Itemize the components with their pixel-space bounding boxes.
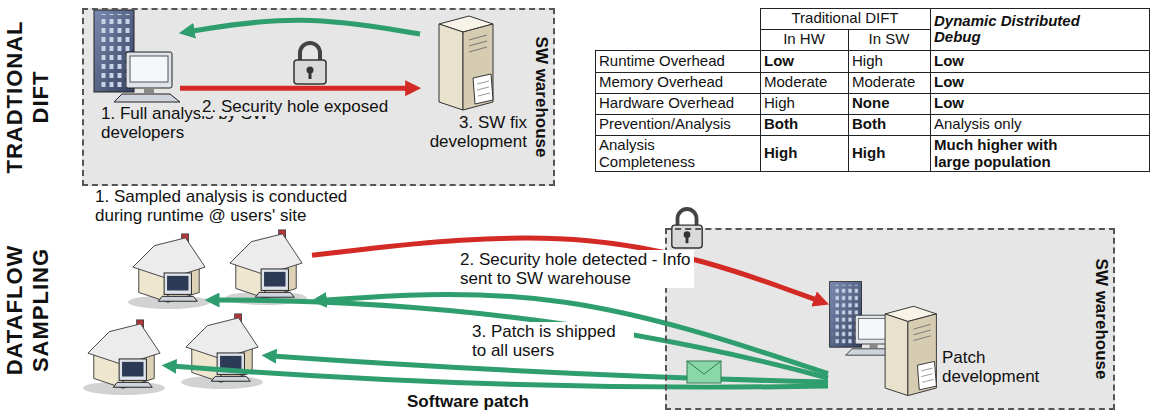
table-cell: Low [934, 73, 1146, 92]
step-caption: 1. Sampled analysis is conducted during … [95, 187, 357, 225]
user-house [83, 320, 165, 395]
edge-label: 2. Security hole exposed [200, 97, 434, 116]
table-cell: Prevention/Analysis [599, 115, 756, 134]
panel-ground [665, 228, 1115, 410]
user-house [128, 234, 210, 309]
section-title: SAMPLING [29, 248, 54, 372]
table-cell: Both [764, 115, 844, 134]
table-cell: Moderate [852, 73, 926, 92]
patch-label: Software patch [405, 392, 531, 411]
icon-node: 1. Full analysis by SW developers [95, 10, 180, 102]
table-cell: High [852, 136, 926, 171]
table-cell: Much higher with large population [934, 136, 1146, 171]
server-icon [885, 306, 936, 395]
section-title: DATAFLOW [3, 245, 28, 376]
table-cell: Hardware Overhead [599, 94, 756, 113]
user-house [225, 230, 307, 305]
table-cell: Memory Overhead [599, 73, 756, 92]
envelope-icon [687, 361, 721, 383]
fix-arrow [190, 20, 420, 34]
table-cell: In HW [764, 30, 844, 49]
table-cell: Low [764, 51, 844, 71]
developer-computer [94, 10, 180, 102]
table-grid [595, 8, 1150, 172]
patch-arrow [172, 366, 828, 387]
edge-label: 2. Security hole detected - Info sent to… [458, 250, 694, 288]
warehouse-panel: SW warehousePatch development [665, 228, 1115, 410]
step-caption: Patch development [942, 348, 1047, 386]
panel-title: SW warehouse [531, 37, 550, 158]
table-cell: Both [852, 115, 926, 134]
edge-label: 3. Patch is shipped to all users [470, 322, 634, 360]
disclosure-arrow [312, 238, 819, 301]
table-cell: In SW [852, 30, 926, 49]
table-cell: Low [934, 94, 1146, 113]
table-cell: None [852, 94, 926, 113]
table-cell: High [764, 136, 844, 171]
table-cell: Traditional DIFT [764, 9, 926, 28]
table-cell: High [852, 51, 926, 71]
icon-node: Patch development [828, 280, 940, 400]
user-house [181, 314, 263, 389]
lock-icon [294, 43, 326, 84]
step-caption: 3. SW fix development [415, 113, 527, 151]
table-cell: Dynamic Distributed Debug [934, 9, 1146, 49]
panel-ground [82, 8, 555, 186]
table-cell: Moderate [764, 73, 844, 92]
icon-node: 3. SW fix development [420, 15, 505, 110]
patch-arrow [215, 300, 828, 378]
disclosure-arrow [180, 86, 410, 91]
icon-node: 1. Sampled analysis is conducted during … [78, 228, 312, 410]
panel-title: SW warehouse [1091, 259, 1110, 380]
section-title: TRADTIONAL [3, 21, 28, 174]
table-cell: Low [934, 51, 1146, 71]
fix-arrow [322, 294, 828, 373]
table-cell: Analysis Completeness [599, 136, 756, 171]
server-icon [439, 16, 493, 110]
table-cell: Analysis only [934, 115, 1146, 134]
section-title: DIFT [29, 71, 54, 124]
table-cell: Runtime Overhead [599, 51, 756, 71]
table-cell: High [764, 94, 844, 113]
